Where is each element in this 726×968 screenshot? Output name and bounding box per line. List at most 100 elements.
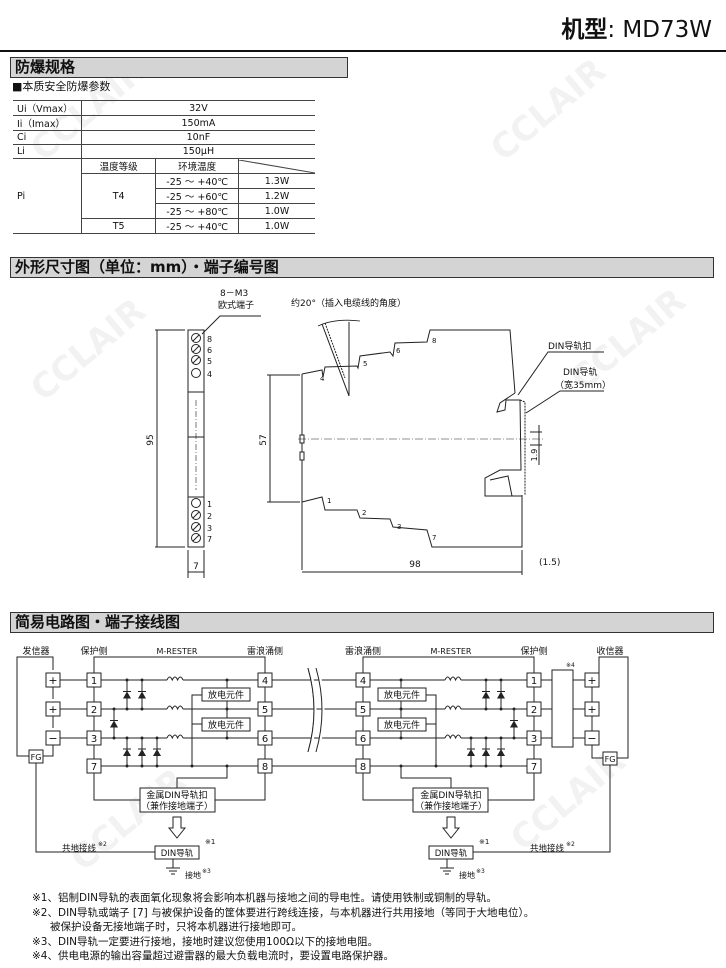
note-4: ※4、供电电源的输出容量超过避雷器的最大负载电流时，要设置电路保护器。	[32, 950, 394, 962]
discharge-element-label: 放电元件	[384, 689, 420, 701]
diode-icon	[123, 691, 131, 699]
inductor-icon	[444, 676, 462, 682]
junction-dot	[499, 678, 503, 682]
discharge-element-box	[201, 717, 251, 732]
discharge-element-label: 放电元件	[384, 719, 420, 731]
ground-label: 接地	[185, 870, 201, 880]
cable-line	[324, 322, 346, 379]
junction-dot	[399, 678, 403, 682]
common-ground-label: 共地接线	[62, 843, 97, 854]
terminal-number: 8	[360, 762, 366, 773]
inductor-icon	[444, 705, 462, 711]
polarity-sign: −	[48, 732, 57, 745]
mark-2: ※2	[98, 841, 107, 848]
leader-line	[525, 390, 604, 414]
note-2-continued: 被保护设备无接地端子时，只将本机器进行接地即可。	[50, 921, 302, 933]
enclosure-line	[93, 656, 266, 673]
side-view-top	[301, 329, 516, 394]
din-rail-label: DIN导轨	[563, 366, 597, 378]
mark-3: ※3	[476, 868, 485, 875]
discharge-element-box	[377, 687, 427, 702]
junction-dot	[469, 736, 473, 740]
dimension-inner-height: 57	[259, 434, 269, 445]
junction-dot	[484, 764, 488, 768]
dimension-offset: (1.5)	[539, 558, 560, 568]
din-clip-detail	[489, 475, 513, 497]
fg-label: FG	[605, 755, 616, 764]
terminal-number: 7	[91, 762, 97, 773]
junction-dot	[499, 764, 503, 768]
side-view-bottom	[301, 495, 523, 548]
junction-dot	[499, 707, 503, 711]
screw-slot	[192, 534, 200, 542]
mark-1: ※1	[205, 838, 215, 846]
polarity-sign: +	[587, 674, 596, 687]
mark-3: ※3	[202, 868, 211, 875]
surge-side-label: 雷浪涌侧	[345, 645, 381, 657]
junction-dot	[434, 764, 438, 768]
side-terminal-number: 1	[327, 497, 331, 505]
model-separator: :	[607, 17, 623, 43]
screw-slot	[192, 334, 200, 342]
junction-dot	[140, 678, 144, 682]
junction-dot	[512, 736, 516, 740]
metal-din-clip-label: 金属DIN导轨扣	[420, 789, 481, 801]
class-cell: T5	[81, 218, 157, 234]
product-label: M-RESTER	[431, 647, 472, 656]
diode-icon	[497, 749, 505, 756]
inductor-icon	[444, 734, 462, 740]
polarity-sign: +	[48, 703, 57, 716]
side-terminal-number: 8	[432, 337, 436, 345]
junction-dot	[484, 707, 488, 711]
break-mark	[315, 667, 323, 753]
receiver-outline	[591, 745, 603, 759]
transmitter-outline	[43, 742, 54, 757]
dimension-height: 95	[146, 434, 156, 445]
terminal-number: 8	[262, 762, 268, 773]
metal-din-clip-box	[139, 787, 216, 813]
note-2: ※2、DIN导轨或端子 [7] 与被保护设备的筐体要进行跨线连接，与本机器进行共…	[32, 907, 535, 919]
table-row: Pi 温度等级 环境温度	[13, 158, 315, 234]
metal-din-clip-box	[412, 787, 489, 813]
wire	[400, 766, 452, 788]
mark-1: ※1	[479, 838, 489, 846]
break-gap	[315, 664, 325, 756]
junction-dot	[190, 764, 194, 768]
mark-2: ※2	[566, 841, 575, 848]
enclosure-line	[362, 773, 413, 801]
note-1: ※1、铝制DIN导轨的表面氧化现象将会影响本机器与接地之间的导电性。请使用铁制或…	[32, 892, 498, 904]
junction-dot	[469, 764, 473, 768]
terminal-number: 6	[207, 346, 212, 355]
junction-dot	[112, 736, 116, 740]
terminal-number: 5	[262, 705, 268, 716]
title-rule	[0, 50, 726, 52]
diode-icon	[110, 720, 118, 728]
terminal-number: 2	[531, 705, 537, 716]
screw-slot	[192, 511, 200, 519]
arrow-down-icon	[441, 816, 461, 839]
break-gap	[307, 664, 317, 756]
screw-icon	[191, 368, 201, 378]
junction-dot	[125, 736, 129, 740]
junction-dot	[399, 764, 403, 768]
junction-dot	[499, 736, 503, 740]
enclosure-line	[93, 773, 140, 801]
common-ground-label: 共地接线	[530, 843, 565, 854]
temp-cell: -25 ～ +40℃	[155, 218, 239, 234]
section-header-explosion: 防爆规格	[10, 57, 348, 78]
spec-subtitle: ■本质安全防爆参数	[12, 80, 111, 93]
section-header-circuit: 简易电路图・端子接线图	[10, 612, 714, 633]
terminal-number: 6	[360, 734, 366, 745]
enclosure-line	[362, 656, 535, 673]
junction-dot	[140, 736, 144, 740]
terminal-spec: 8－M3	[220, 289, 248, 299]
receiver-outline	[598, 656, 629, 759]
discharge-element-box	[201, 687, 251, 702]
junction-dot	[399, 707, 403, 711]
screw-slot	[192, 356, 200, 364]
circuit-protector-box	[551, 669, 574, 748]
terminal-number: 1	[91, 676, 97, 687]
junction-dot	[225, 764, 229, 768]
